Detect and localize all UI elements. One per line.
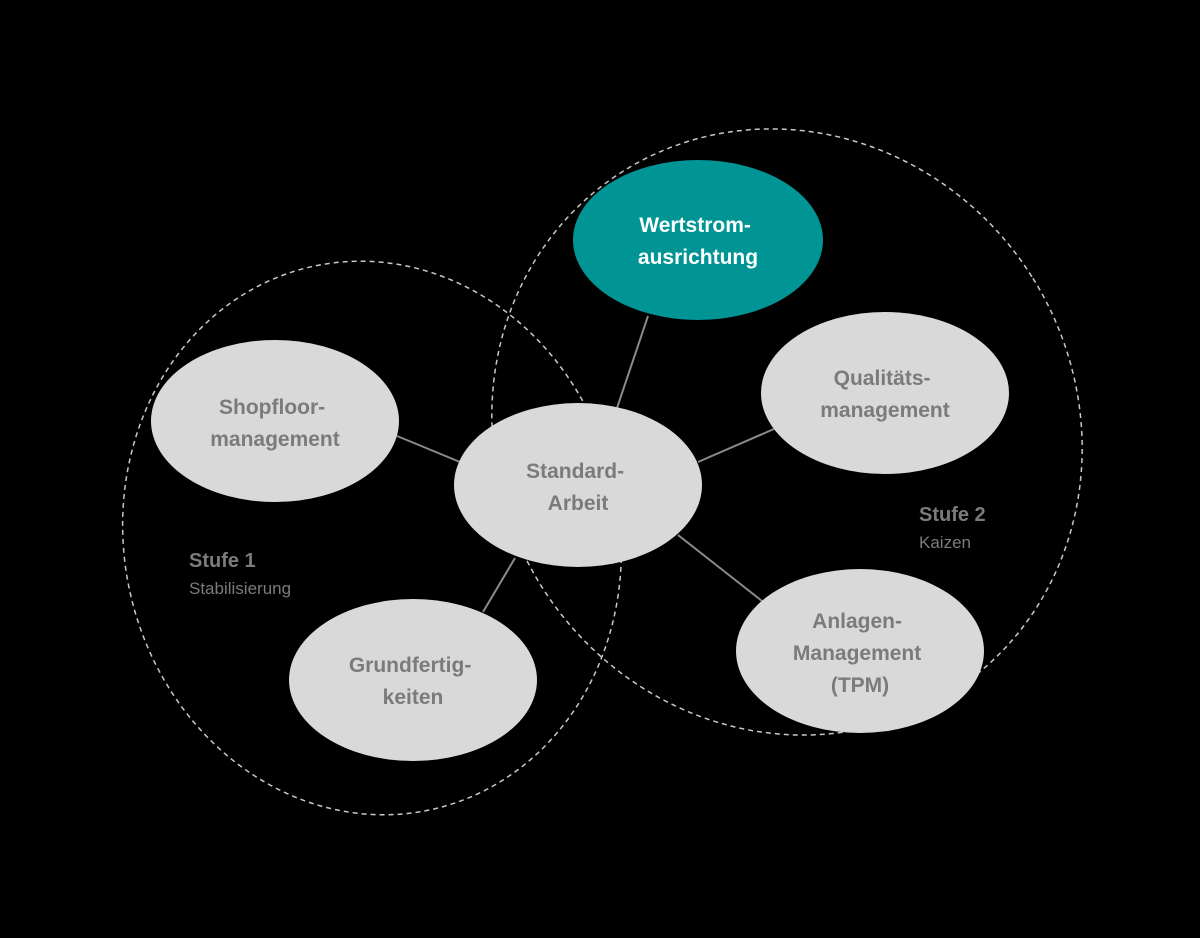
stage1-subtitle: Stabilisierung [189, 579, 291, 598]
node-shopfloormanagement-line-2: management [210, 428, 340, 451]
node-standard-arbeit-shape [454, 403, 702, 567]
node-grundfertigkeiten: Grundfertig- keiten [289, 599, 537, 761]
node-grundfertigkeiten-line-1: Grundfertig- [349, 654, 471, 677]
node-grundfertigkeiten-line-2: keiten [383, 686, 444, 709]
node-qualitaetsmanagement: Qualitäts- management [761, 312, 1009, 474]
node-wertstromausrichtung: Wertstrom- ausrichtung [573, 160, 823, 320]
node-qualitaetsmanagement-shape [761, 312, 1009, 474]
node-standard-arbeit-line-1: Standard- [526, 460, 624, 483]
node-wertstromausrichtung-line-1: Wertstrom- [639, 214, 751, 237]
node-anlagen-management-shape [736, 569, 984, 733]
connector-shopfloor [396, 435, 461, 463]
node-grundfertigkeiten-label: Grundfertig- keiten [349, 654, 477, 709]
stage1-label: Stufe 1 Stabilisierung [189, 550, 291, 598]
node-anlagen-management-label: Anlagen- Management (TPM) [793, 610, 927, 697]
stage2-subtitle: Kaizen [919, 533, 971, 552]
node-qualitaetsmanagement-line-1: Qualitäts- [834, 367, 931, 390]
connector-grund [482, 557, 516, 613]
node-anlagen-management-line-3: (TPM) [831, 674, 889, 697]
stage2-title: Stufe 2 [919, 504, 986, 526]
node-anlagen-management-line-1: Anlagen- [812, 610, 902, 633]
node-anlagen-management-line-2: Management [793, 642, 921, 665]
node-shopfloormanagement-shape [151, 340, 399, 502]
node-anlagen-management: Anlagen- Management (TPM) [736, 569, 984, 733]
node-wertstromausrichtung-label: Wertstrom- ausrichtung [638, 214, 758, 269]
connector-anlagen [677, 534, 763, 602]
node-shopfloormanagement-line-1: Shopfloor- [219, 396, 325, 419]
stage2-label: Stufe 2 Kaizen [919, 504, 986, 552]
node-shopfloormanagement-label: Shopfloor- management [210, 396, 340, 451]
node-standard-arbeit-label: Standard- Arbeit [526, 460, 630, 515]
node-grundfertigkeiten-shape [289, 599, 537, 761]
node-wertstromausrichtung-shape [573, 160, 823, 320]
connector-wertstrom [616, 315, 649, 409]
node-shopfloormanagement: Shopfloor- management [151, 340, 399, 502]
node-standard-arbeit-line-2: Arbeit [548, 492, 609, 515]
node-standard-arbeit: Standard- Arbeit [454, 403, 702, 567]
connectors [396, 315, 775, 613]
node-wertstromausrichtung-line-2: ausrichtung [638, 246, 758, 269]
stage1-title: Stufe 1 [189, 550, 256, 572]
node-qualitaetsmanagement-label: Qualitäts- management [820, 367, 950, 422]
connector-qualitaet [697, 428, 775, 463]
node-qualitaetsmanagement-line-2: management [820, 399, 950, 422]
